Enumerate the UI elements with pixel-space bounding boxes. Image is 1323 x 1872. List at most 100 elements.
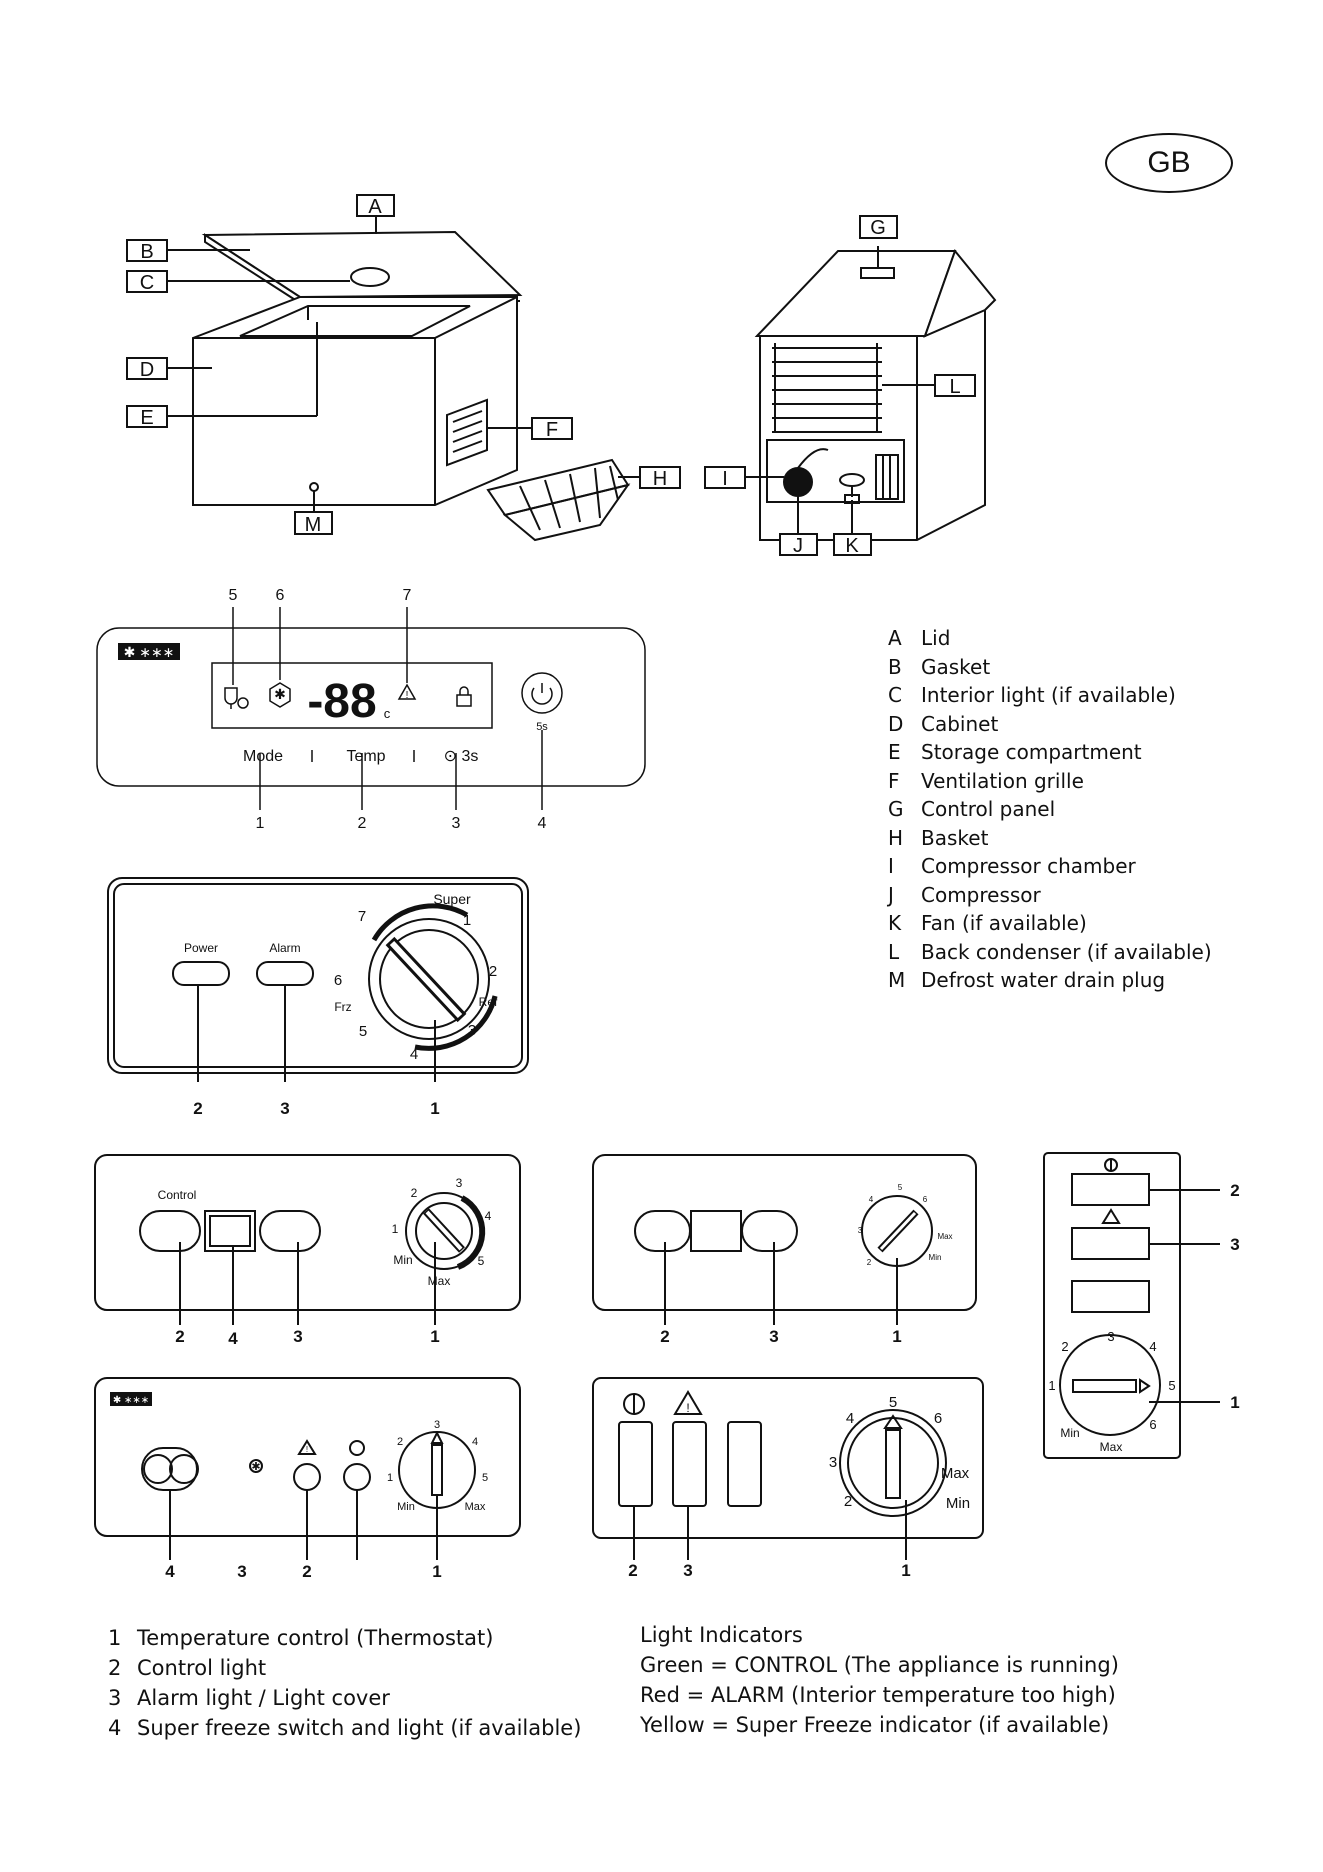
parts-legend-label: Defrost water drain plug [921,968,1166,992]
thermostat-dial[interactable] [847,1417,939,1509]
controls-legend-label: Super freeze switch and light (if availa… [137,1716,582,1740]
ventilation-grille-shape [446,398,488,467]
light-indicators-title: Light Indicators [640,1623,803,1647]
svg-text:B: B [140,241,153,263]
callout-2: 2 [302,1562,311,1581]
parts-legend-label: Back condenser (if available) [921,939,1212,964]
control-panel-d: ✱ ∗∗∗ ✱ ! 3 2 4 1 5 Min Max 4 3 2 1 [94,1377,521,1581]
dial-mark: 7 [358,908,366,925]
svg-text:Min: Min [1060,1426,1079,1440]
star-rating-badge: ✱ ∗∗∗ [124,644,175,660]
lock-button[interactable]: ⊙ 3s [444,748,479,765]
callout-1: 1 [892,1327,901,1346]
dial-mark: 5 [359,1023,367,1040]
light-indicator-yellow: Yellow = Super Freeze indicator (if avai… [640,1713,1110,1737]
alarm-icon-mark: ! [406,690,409,701]
thermostat-dial[interactable] [415,1202,473,1260]
svg-text:Min: Min [397,1501,415,1513]
parts-legend-key: B [888,654,902,679]
callout-5: 5 [229,587,238,604]
svg-text:1: 1 [392,1222,399,1236]
control-light [618,1421,653,1507]
dial-mark: 1 [463,912,471,929]
svg-text:H: H [653,468,667,490]
callout-l: L [934,374,976,398]
parts-legend-label: Fan (if available) [921,911,1087,935]
svg-text:1: 1 [387,1472,393,1484]
parts-legend-item: E Storage compartment [888,738,1212,767]
svg-text:3: 3 [456,1176,463,1190]
parts-legend-label: Compressor [921,882,1041,907]
parts-legend-key: E [888,740,901,764]
control-light [634,1210,691,1252]
dial-mark: 6 [334,972,342,989]
controls-legend-item: 4 Super freeze switch and light (if avail… [108,1713,581,1743]
alarm-light [293,1463,321,1491]
controls-legend-label: Temperature control (Thermostat) [137,1626,494,1650]
callout-m: M [294,511,333,536]
svg-text:2: 2 [411,1186,418,1200]
callout-b: B [126,239,168,263]
alarm-icon [397,683,417,700]
parts-legend-key: J [888,882,894,907]
super-freeze-switch[interactable] [204,1210,256,1252]
plug-leaf-icon [224,687,249,709]
power-icon [349,1440,365,1456]
svg-text:✱: ✱ [251,1461,260,1473]
svg-text:Max: Max [941,1465,970,1482]
parts-legend-key: D [888,711,904,736]
svg-text:D: D [140,359,154,381]
mode-button[interactable]: Mode [243,748,283,765]
callout-c: C [126,270,168,294]
svg-text:Max: Max [1100,1440,1123,1454]
thermostat-dial[interactable] [1059,1334,1161,1436]
display-unit: c [384,706,391,721]
controls-legend-key: 2 [108,1656,122,1680]
svg-text:2: 2 [1061,1339,1068,1354]
controls-legend-key: 1 [108,1626,122,1650]
svg-text:C: C [140,272,154,294]
storage-compartment-shape [239,305,471,337]
alarm-light [259,1210,321,1252]
digital-control-panel: ✱ ∗∗∗ ✱ ! -88 c 5s Mode Temp ⊙ 3s 5 6 7 … [96,587,646,832]
alarm-button[interactable] [256,961,314,986]
svg-text:2: 2 [397,1436,403,1448]
svg-text:K: K [845,535,859,557]
callout-1: 1 [432,1562,441,1581]
compressor-chamber-shape [766,439,905,503]
callout-f: F [531,417,573,441]
controls-legend-key: 4 [108,1716,122,1740]
power-button[interactable] [172,961,230,986]
dial-mark: 3 [468,1022,476,1039]
parts-legend-label: Storage compartment [921,740,1142,764]
svg-text:4: 4 [472,1436,478,1448]
svg-text:2: 2 [867,1258,872,1267]
lock-icon [456,686,472,707]
parts-legend-key: G [888,797,904,821]
callout-g: G [859,215,898,239]
parts-legend-key: F [888,768,900,793]
thermostat-dial[interactable] [379,929,479,1029]
cabinet-shape [192,296,518,506]
svg-text:3: 3 [829,1454,837,1471]
callout-7: 7 [403,587,412,604]
power-button[interactable] [521,672,563,714]
callout-1: 1 [901,1561,910,1580]
callout-1: 1 [430,1327,439,1346]
svg-text:!: ! [306,1445,308,1454]
callout-3: 3 [237,1562,246,1581]
callout-2: 2 [193,1099,202,1118]
light-indicator-green: Green = CONTROL (The appliance is runnin… [640,1653,1119,1677]
svg-text:Min: Min [929,1253,942,1262]
svg-text:5: 5 [482,1472,488,1484]
dial-mark: 4 [410,1046,418,1063]
temp-button[interactable]: Temp [346,748,385,765]
